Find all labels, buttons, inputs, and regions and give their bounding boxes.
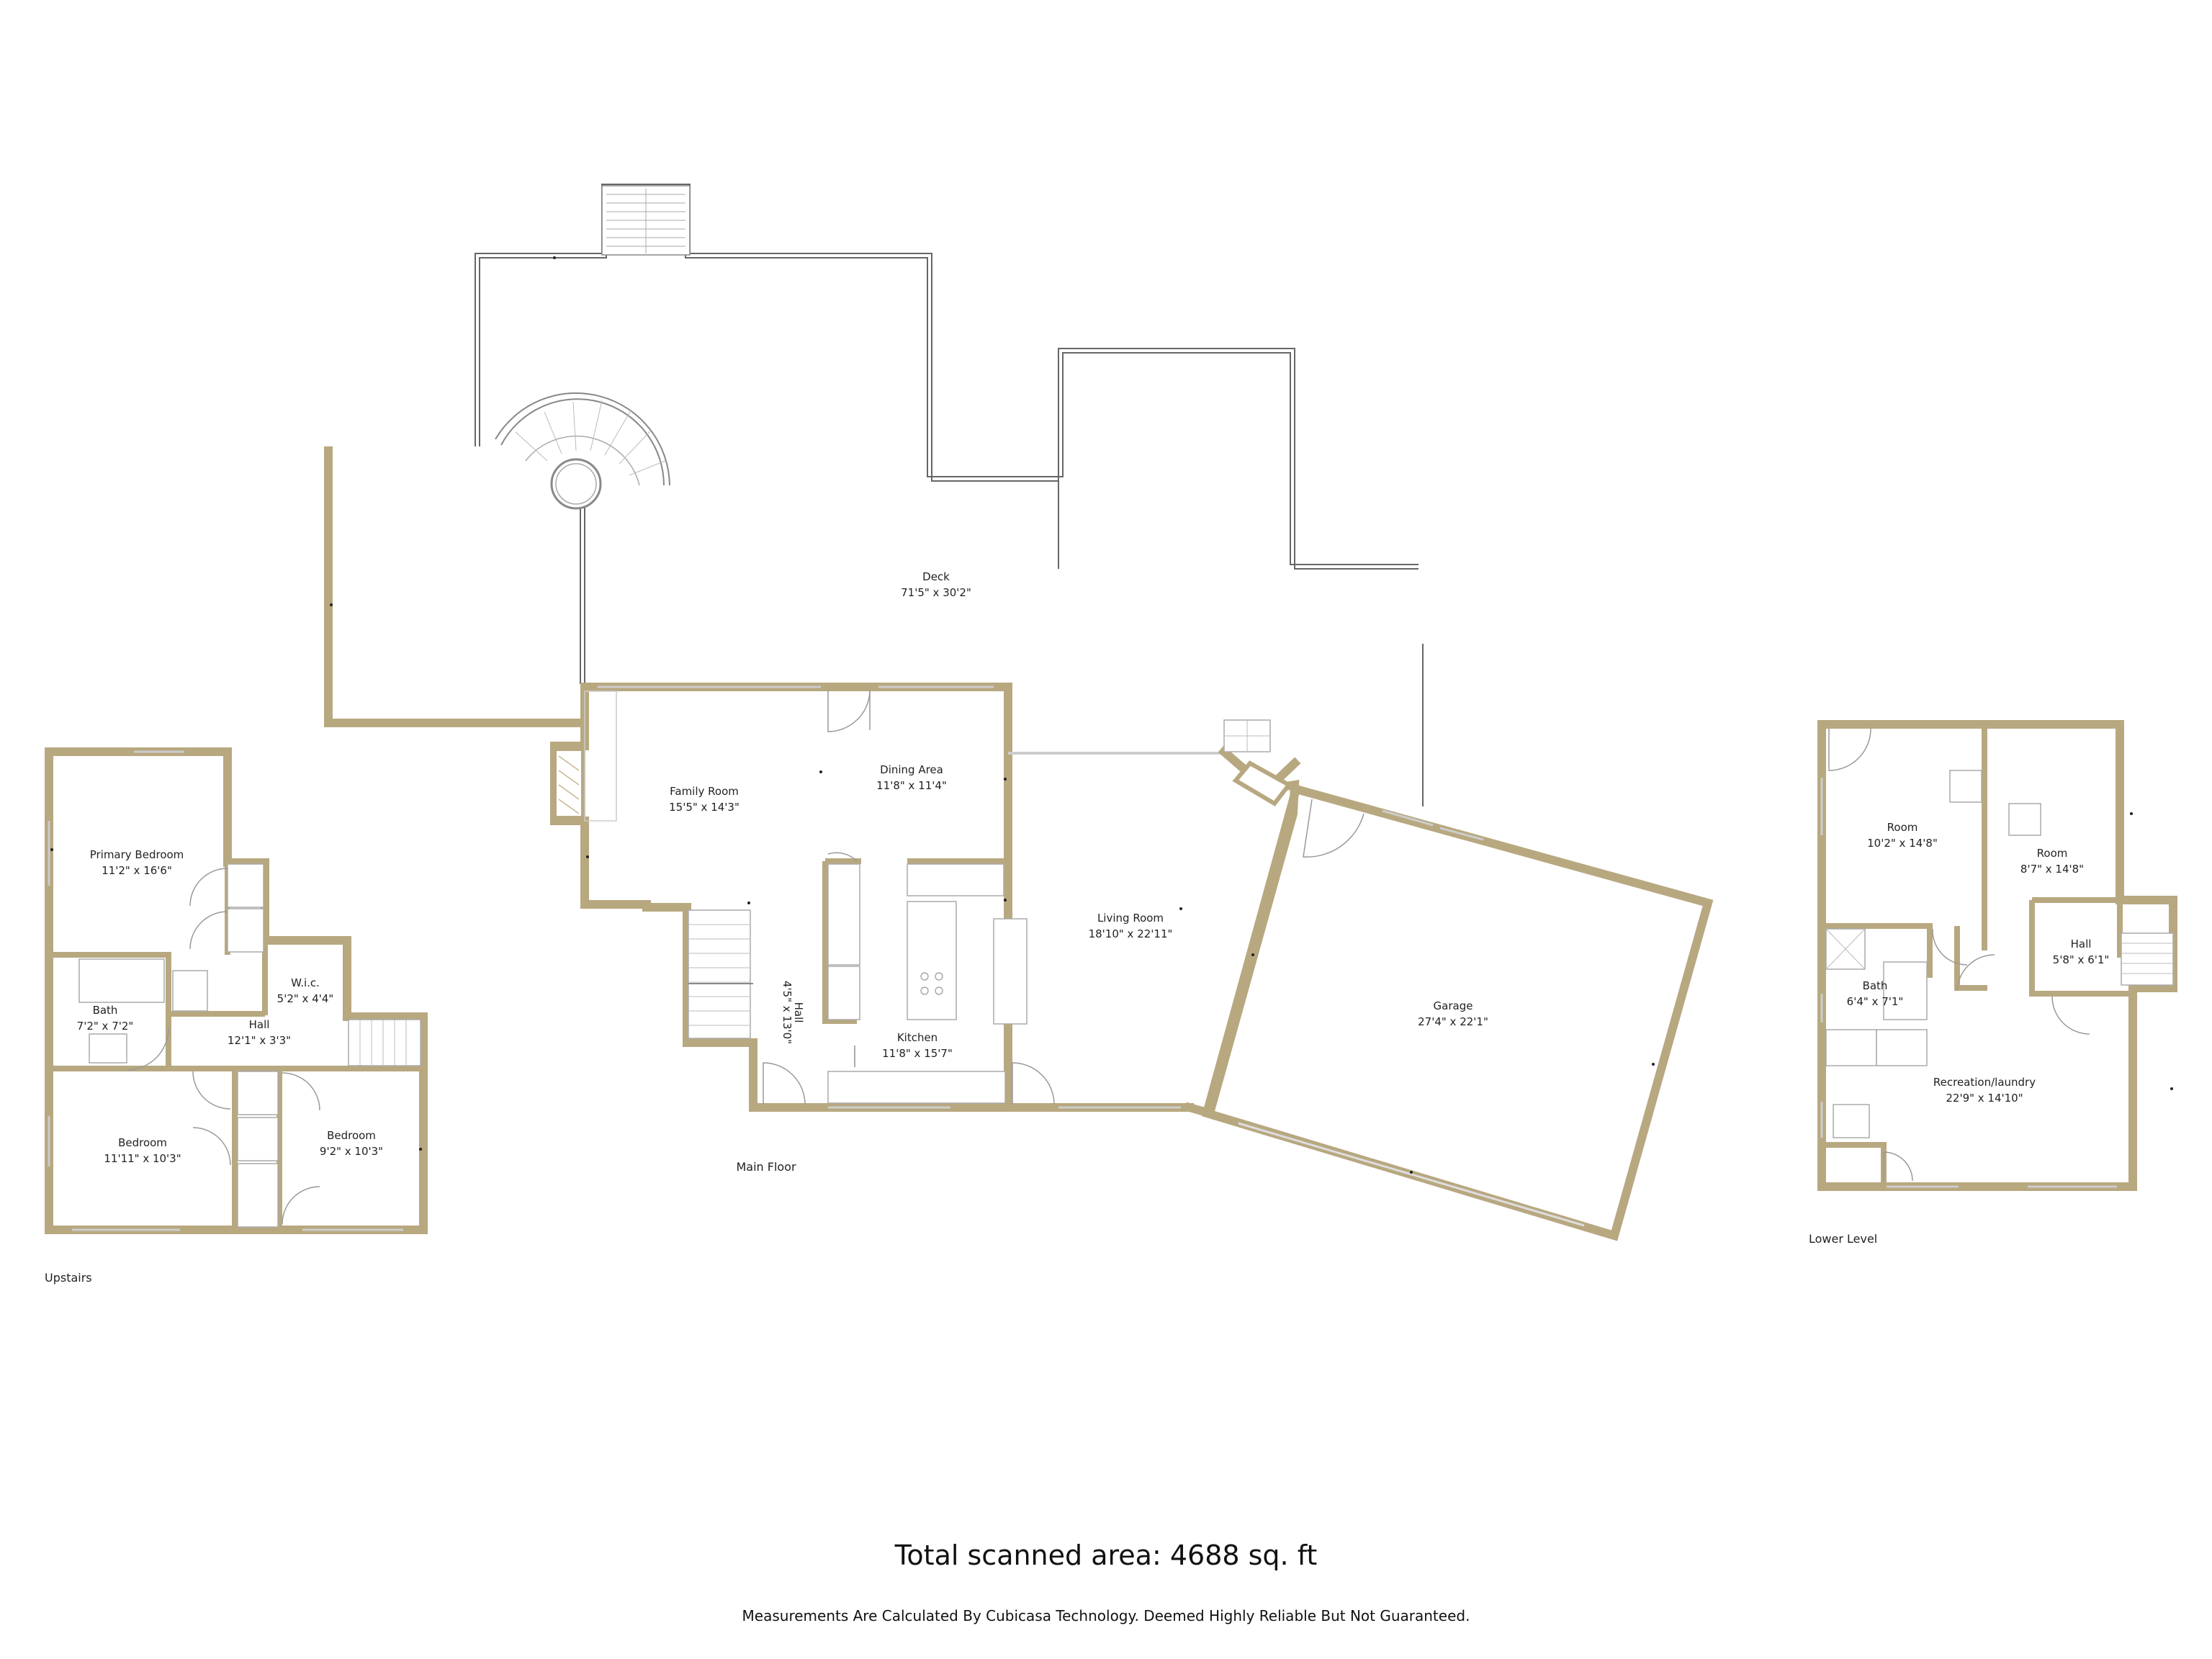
room-dim-living: 18'10" x 22'11": [1089, 927, 1173, 940]
deck-stairs: [601, 185, 691, 256]
room-dim-upstairs-bath: 7'2" x 7'2": [77, 1020, 134, 1033]
room-name-main-hall: Hall: [792, 1002, 805, 1023]
floor-label-main: Main Floor: [736, 1160, 796, 1174]
room-name-upstairs-bath: Bath: [93, 1004, 118, 1017]
upstairs-floor: [45, 747, 428, 1234]
room-dim-wic: 5'2" x 4'4": [277, 992, 334, 1005]
room-dim-primary-bedroom: 11'2" x 16'6": [102, 864, 172, 877]
room-dim-dining: 11'8" x 11'4": [876, 779, 947, 792]
total-scanned-area: Total scanned area: 4688 sq. ft: [894, 1539, 1318, 1571]
room-name-lower-room-a: Room: [1887, 821, 1918, 834]
room-name-bedroom-a: Bedroom: [118, 1136, 167, 1149]
room-name-lower-room-b: Room: [2037, 847, 2068, 860]
room-name-lower-bath: Bath: [1863, 979, 1888, 992]
room-dim-main-hall: 4'5" x 13'0": [781, 981, 793, 1044]
room-name-upstairs-hall: Hall: [249, 1018, 270, 1031]
lower-level-floor: [1817, 720, 2177, 1191]
room-name-dining: Dining Area: [880, 763, 943, 776]
floor-label-upstairs: Upstairs: [45, 1271, 92, 1285]
room-name-garage: Garage: [1434, 999, 1473, 1012]
room-name-bedroom-b: Bedroom: [327, 1129, 376, 1142]
room-dim-lower-bath: 6'4" x 7'1": [1847, 995, 1904, 1008]
kitchen-fixtures: [827, 863, 1028, 1104]
room-name-primary-bedroom: Primary Bedroom: [90, 848, 184, 861]
room-dim-bedroom-a: 11'11" x 10'3": [104, 1152, 181, 1165]
room-name-lower-hall: Hall: [2071, 938, 2092, 950]
spiral-stair: [495, 392, 670, 510]
room-name-wic: W.i.c.: [291, 976, 320, 989]
deck-railing: [475, 184, 1424, 806]
room-dim-deck: 71'5" x 30'2": [901, 586, 971, 599]
main-stairs: [688, 909, 753, 1039]
room-name-living: Living Room: [1097, 912, 1164, 925]
main-floor: [324, 184, 1714, 1241]
room-dim-upstairs-hall: 12'1" x 3'3": [228, 1034, 291, 1047]
room-dim-lower-hall: 5'8" x 6'1": [2053, 953, 2110, 966]
upstairs-closets: [227, 863, 279, 1228]
room-name-kitchen: Kitchen: [897, 1031, 938, 1044]
room-dim-family: 15'5" x 14'3": [669, 801, 739, 814]
room-dim-bedroom-b: 9'2" x 10'3": [320, 1145, 383, 1158]
room-dim-lower-room-a: 10'2" x 14'8": [1867, 837, 1938, 850]
disclaimer-text: Measurements Are Calculated By Cubicasa …: [742, 1607, 1470, 1624]
room-dim-lower-room-b: 8'7" x 14'8": [2020, 863, 2084, 876]
floor-label-lower: Lower Level: [1809, 1232, 1877, 1246]
wall-markers: [50, 256, 2173, 1174]
room-dim-garage: 27'4" x 22'1": [1418, 1015, 1488, 1028]
room-dim-recreation: 22'9" x 14'10": [1946, 1092, 2023, 1105]
room-name-deck: Deck: [922, 570, 950, 583]
room-labels: Deck 71'5" x 30'2" Family Room 15'5" x 1…: [77, 570, 2110, 1165]
chimney-box: [1223, 719, 1292, 806]
room-name-family: Family Room: [670, 785, 739, 798]
room-name-recreation: Recreation/laundry: [1933, 1076, 2036, 1089]
room-dim-kitchen: 11'8" x 15'7": [882, 1047, 953, 1060]
